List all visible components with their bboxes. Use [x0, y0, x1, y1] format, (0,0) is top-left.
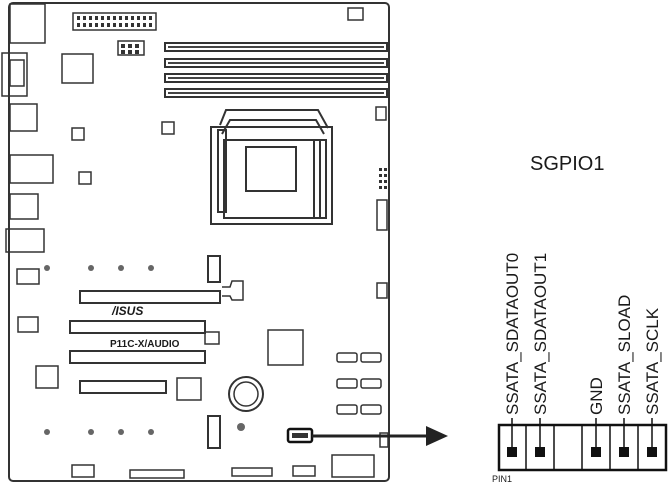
connector-title: SGPIO1: [530, 153, 604, 175]
pointer-arrowhead: [426, 426, 448, 446]
connector-pin: [507, 447, 517, 457]
dimm-slot-fill: [168, 46, 384, 94]
pin-label: SSATA_SDATAOUT0: [503, 253, 522, 415]
pcie-slots: [69, 255, 221, 449]
pcie-latch: [222, 280, 244, 301]
cmos-battery-inner: [233, 381, 259, 407]
pin1-label: PIN1: [492, 474, 512, 484]
mounting-holes: [44, 265, 245, 435]
cpu-socket: [210, 109, 333, 225]
pin-label: SSATA_SCLK: [643, 307, 662, 415]
small-components: [35, 106, 387, 401]
board-outline: [8, 2, 390, 482]
connector-pin: [535, 447, 545, 457]
pin-label: GND: [587, 377, 606, 415]
atx-power-pins: [77, 16, 152, 54]
bottom-headers: [71, 432, 389, 479]
dimm-slots: [164, 42, 388, 98]
pin-label: SSATA_SDATAOUT1: [531, 253, 550, 415]
brand-logo: /ISUS: [111, 304, 143, 318]
connector-pin: [647, 447, 657, 457]
sata-ports: [336, 352, 382, 415]
connector-pin: [619, 447, 629, 457]
connector-pin: [591, 447, 601, 457]
sgpio-header-pins: [292, 433, 308, 438]
board-model: P11C-X/AUDIO: [110, 339, 180, 350]
right-headers: [379, 168, 387, 189]
right-connectors: [376, 199, 388, 299]
rear-io-ports: [1, 52, 94, 333]
pin-label: SSATA_SLOAD: [615, 295, 634, 415]
cmos-battery: [228, 376, 264, 412]
top-connectors: [9, 3, 364, 56]
